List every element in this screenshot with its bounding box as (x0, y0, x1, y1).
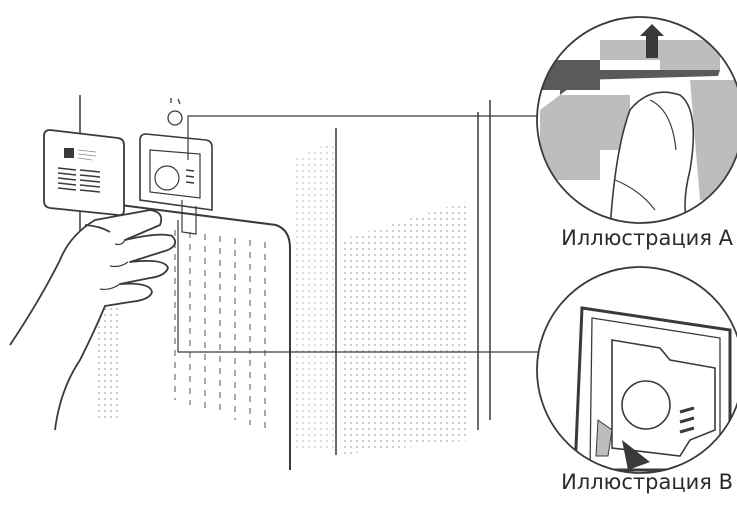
detail-circle-a (536, 16, 737, 224)
callout-lines (177, 115, 540, 353)
caption-illustration-b: Иллюстрация B (561, 470, 733, 494)
sensor-compartment (139, 133, 213, 235)
cover-dashes (174, 230, 266, 430)
sensor-cover (43, 129, 125, 217)
power-button (167, 98, 183, 126)
detail-circle-b (536, 266, 737, 474)
hand-illustration (9, 209, 177, 431)
front-cover (119, 204, 291, 470)
grille-texture (95, 140, 470, 455)
caption-illustration-a: Иллюстрация A (561, 226, 733, 250)
